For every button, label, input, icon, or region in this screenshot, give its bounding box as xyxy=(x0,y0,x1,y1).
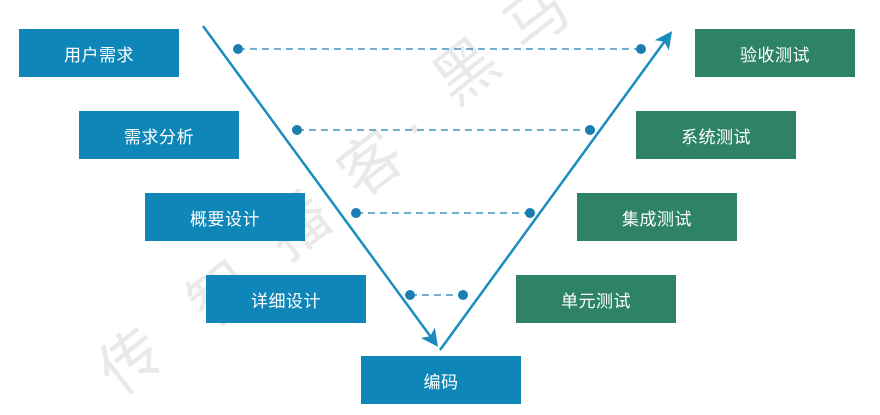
link-dot xyxy=(405,290,415,300)
test-integration: 集成测试 xyxy=(577,193,737,241)
link-dot xyxy=(233,44,243,54)
phase-outline-design: 概要设计 xyxy=(145,193,305,241)
phase-user-requirements: 用户需求 xyxy=(19,29,179,77)
link-dot xyxy=(585,125,595,135)
testing-arrow xyxy=(438,31,673,351)
phase-requirement-analysis: 需求分析 xyxy=(79,111,239,159)
link-dot xyxy=(525,208,535,218)
link-dot xyxy=(458,290,468,300)
link-dot xyxy=(292,125,302,135)
phase-coding: 编码 xyxy=(361,356,521,404)
link-dot xyxy=(636,44,646,54)
link-dot xyxy=(351,208,361,218)
phase-detailed-design: 详细设计 xyxy=(206,275,366,323)
development-arrow xyxy=(201,25,439,347)
test-system: 系统测试 xyxy=(636,111,796,159)
test-unit: 单元测试 xyxy=(516,275,676,323)
test-acceptance: 验收测试 xyxy=(695,29,855,77)
